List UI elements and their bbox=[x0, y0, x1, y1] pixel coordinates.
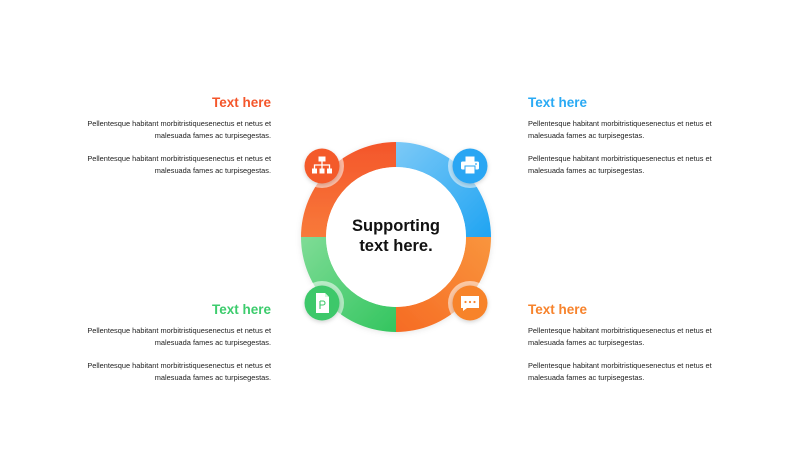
paragraph-line: malesuada fames ac turpisegestas. bbox=[528, 131, 645, 140]
document-icon bbox=[300, 281, 344, 325]
text-block-top-left: Text here Pellentesque habitant morbitri… bbox=[81, 95, 271, 188]
text-block-bottom-right: Text here Pellentesque habitant morbitri… bbox=[528, 302, 718, 395]
paragraph-line: malesuada fames ac turpisegestas. bbox=[528, 373, 645, 382]
block-paragraph: Pellentesque habitant morbitristiquesene… bbox=[528, 325, 718, 349]
block-title: Text here bbox=[528, 302, 588, 317]
ring-segment-top-left bbox=[301, 142, 396, 237]
text-block-bottom-left: Text here Pellentesque habitant morbitri… bbox=[81, 302, 271, 395]
paragraph-line: malesuada fames ac turpisegestas. bbox=[154, 338, 271, 347]
ring-segment-top-right bbox=[396, 142, 491, 237]
paragraph-line: Pellentesque habitant morbitristiquesene… bbox=[87, 154, 271, 163]
paragraph-line: Pellentesque habitant morbitristiquesene… bbox=[528, 154, 712, 163]
block-paragraph: Pellentesque habitant morbitristiquesene… bbox=[81, 118, 271, 142]
org-chart-icon bbox=[300, 144, 344, 188]
paragraph-line: malesuada fames ac turpisegestas. bbox=[528, 166, 645, 175]
block-title: Text here bbox=[211, 95, 271, 110]
block-paragraph: Pellentesque habitant morbitristiquesene… bbox=[81, 325, 271, 349]
center-text: Supporting text here. bbox=[336, 216, 456, 256]
paragraph-line: Pellentesque habitant morbitristiquesene… bbox=[528, 361, 712, 370]
printer-icon bbox=[448, 144, 492, 188]
paragraph-line: malesuada fames ac turpisegestas. bbox=[154, 166, 271, 175]
paragraph-line: Pellentesque habitant morbitristiquesene… bbox=[528, 119, 712, 128]
center-line-1: Supporting bbox=[352, 217, 440, 235]
block-title: Text here bbox=[528, 95, 588, 110]
paragraph-line: malesuada fames ac turpisegestas. bbox=[528, 338, 645, 347]
block-title: Text here bbox=[211, 302, 271, 317]
block-paragraph: Pellentesque habitant morbitristiquesene… bbox=[81, 153, 271, 177]
paragraph-line: Pellentesque habitant morbitristiquesene… bbox=[87, 326, 271, 335]
center-line-2: text here. bbox=[359, 237, 433, 255]
ring-segment-bottom-right bbox=[396, 237, 491, 332]
block-paragraph: Pellentesque habitant morbitristiquesene… bbox=[528, 360, 718, 384]
text-block-top-right: Text here Pellentesque habitant morbitri… bbox=[528, 95, 718, 188]
ring-segment-bottom-left bbox=[301, 237, 396, 332]
block-paragraph: Pellentesque habitant morbitristiquesene… bbox=[81, 360, 271, 384]
paragraph-line: Pellentesque habitant morbitristiquesene… bbox=[87, 361, 271, 370]
paragraph-line: malesuada fames ac turpisegestas. bbox=[154, 131, 271, 140]
block-paragraph: Pellentesque habitant morbitristiquesene… bbox=[528, 153, 718, 177]
block-paragraph: Pellentesque habitant morbitristiquesene… bbox=[528, 118, 718, 142]
chat-icon bbox=[448, 281, 492, 325]
center-circle bbox=[326, 167, 466, 307]
paragraph-line: malesuada fames ac turpisegestas. bbox=[154, 373, 271, 382]
paragraph-line: Pellentesque habitant morbitristiquesene… bbox=[87, 119, 271, 128]
paragraph-line: Pellentesque habitant morbitristiquesene… bbox=[528, 326, 712, 335]
